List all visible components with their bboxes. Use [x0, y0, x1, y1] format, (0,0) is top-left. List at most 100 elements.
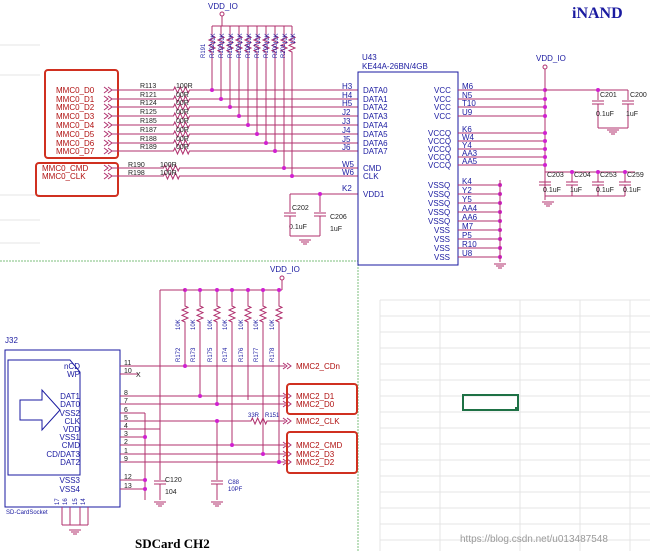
resistor [195, 298, 205, 330]
chip-part: KE44A-26BN/4GB [362, 62, 428, 71]
pin-number: U8 [462, 249, 473, 258]
pin-number: J2 [342, 108, 351, 117]
vdd-io-terminal [219, 11, 225, 17]
pullup-value: 10K [191, 319, 197, 330]
resistor [246, 416, 272, 426]
junction-dot [273, 149, 277, 153]
cap-ref: C200 [630, 92, 647, 99]
net-arrow-icon [103, 86, 113, 94]
pullup-value: 10K [270, 319, 276, 330]
pullup-ref: R200 [273, 43, 279, 58]
resistor [258, 298, 268, 330]
chip-pin-name: VCC [434, 95, 451, 104]
pin-number: J4 [342, 126, 351, 135]
resistor [168, 129, 195, 139]
chip-ref: U43 [362, 53, 377, 62]
chip-pin-name: VCCQ [428, 153, 451, 162]
sd-pin-number: 10 [124, 368, 132, 375]
pullup-value: 10K [220, 33, 226, 44]
series-value: 00R [176, 144, 189, 151]
sd-pin-number: 7 [124, 398, 128, 405]
pin-number: M6 [462, 82, 474, 91]
chip-pin-name: DATA7 [363, 147, 388, 156]
resistor [168, 138, 195, 148]
junction-dot [570, 170, 574, 174]
net-arrow-icon [103, 130, 113, 138]
mmc0-ctrl-box [35, 162, 119, 197]
net-arrow-icon [282, 362, 292, 370]
pin-number: AA4 [462, 204, 478, 213]
junction-dot [543, 163, 547, 167]
junction-dot [543, 97, 547, 101]
mmc0-signal: MMC0_D1 [56, 95, 95, 104]
sd-pin-name: CLK [64, 417, 80, 426]
mmc0-data-box [44, 69, 119, 159]
sd-bottom-pin: 16 [63, 498, 69, 505]
resistor [168, 120, 195, 130]
chip-pin-name: VSSQ [428, 208, 450, 217]
resistor [227, 298, 237, 330]
junction-dot [543, 114, 547, 118]
pin-number: H4 [342, 91, 353, 100]
mmc2-clk-signal: MMC2_CLK [296, 417, 340, 426]
chip-pin-name: VCCQ [428, 129, 451, 138]
cap-value: 1uF [570, 187, 582, 194]
clk-res-ref: R151 [265, 413, 280, 419]
pullup-ref: R201 [281, 43, 287, 58]
ctrl-value: 100R [160, 162, 177, 169]
resistor [168, 102, 195, 112]
junction-dot [198, 288, 202, 292]
junction-dot [230, 443, 234, 447]
mmc2-signal: MMC2_CMD [296, 441, 342, 450]
mmc0-ctrl-signal: MMC0_CMD [42, 164, 88, 173]
pullup-ref: R175 [208, 347, 214, 362]
resistor [158, 163, 185, 173]
pin-number: AA5 [462, 157, 478, 166]
series-ref: R185 [140, 118, 157, 125]
sd-pin-name: VSS3 [60, 476, 81, 485]
pin-number: Y2 [462, 186, 472, 195]
chip-pin-name: VSSQ [428, 190, 450, 199]
sd-pin-name: VDD [63, 425, 80, 434]
junction-dot [183, 364, 187, 368]
pullup-value: 10K [265, 33, 271, 44]
junction-dot [246, 288, 250, 292]
pin-number: H3 [342, 82, 353, 91]
cap-value: 1uF [330, 226, 342, 233]
sd-bottom-pin: 15 [73, 498, 79, 505]
pullup-ref: R191 [201, 43, 207, 58]
sd-pin-number: 8 [124, 390, 128, 397]
pin-number: AA6 [462, 213, 478, 222]
pin-number: K6 [462, 125, 472, 134]
sd-pin-name: DAT2 [60, 458, 80, 467]
series-value: 00R [176, 118, 189, 125]
chip-pin-name: CLK [363, 172, 379, 181]
resistor [279, 26, 289, 62]
chip-pin-name: VSS [434, 226, 450, 235]
sd-pin-number: 4 [124, 423, 128, 430]
selected-cell[interactable] [462, 394, 519, 411]
series-value: 00R [176, 92, 189, 99]
chip-pin-name: VCC [434, 103, 451, 112]
series-ref: R124 [140, 100, 157, 107]
mmc2-signal: MMC2_D3 [296, 450, 335, 459]
resistor [168, 94, 195, 104]
pullup-ref: R173 [191, 347, 197, 362]
pullup-value: 10K [283, 33, 289, 44]
junction-dot [230, 288, 234, 292]
sd-pin-name: WP [67, 370, 80, 379]
junction-dot [543, 155, 547, 159]
mmc0-signal: MMC0_D3 [56, 112, 95, 121]
net-arrow-icon [103, 139, 113, 147]
fill-handle[interactable] [515, 407, 519, 411]
sd-pins: 10KR17210KR17310KR17510KR17410KR17610KR1… [46, 288, 342, 535]
pin-number: T10 [462, 99, 476, 108]
pullup-ref: R178 [270, 347, 276, 362]
series-ref: R125 [140, 109, 157, 116]
junction-dot [261, 288, 265, 292]
sd-pin-number: 9 [124, 456, 128, 463]
pin-number: K2 [342, 184, 352, 193]
junction-dot [543, 131, 547, 135]
pullup-value: 10K [239, 319, 245, 330]
